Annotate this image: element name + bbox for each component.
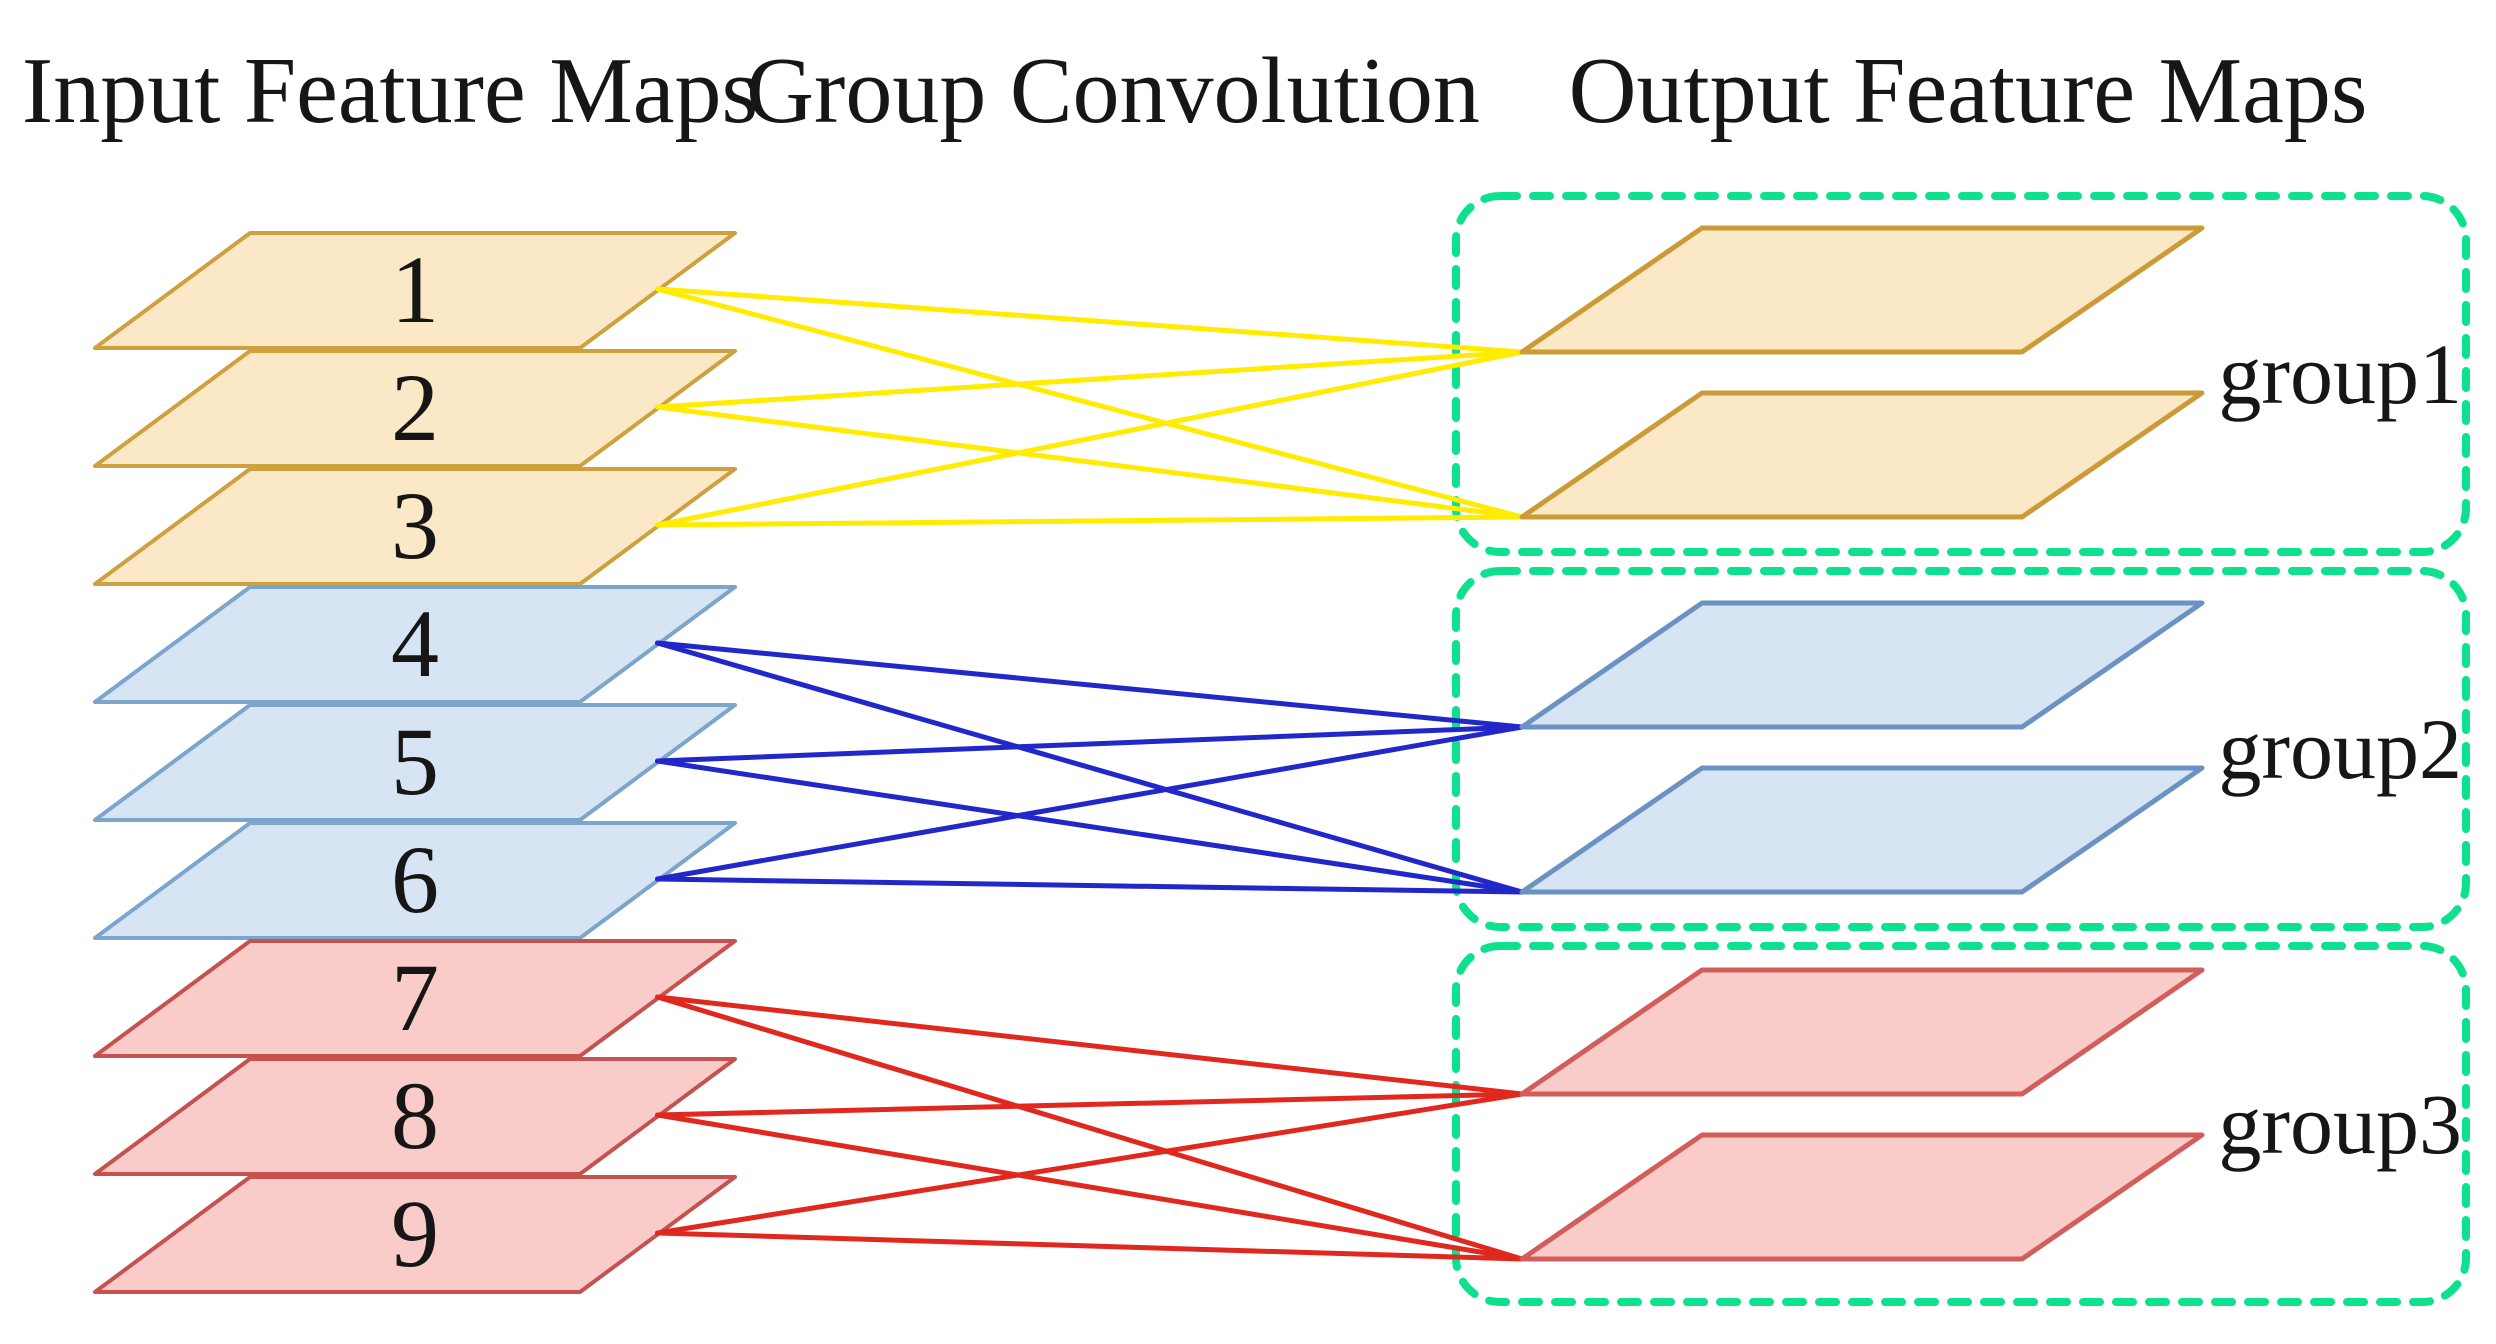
input-map-number-5: 5	[391, 708, 439, 815]
connection-line-3-to-group1-out1	[655, 349, 1525, 528]
title-output-feature-maps: Output Feature Maps	[1568, 39, 2368, 143]
title-group-convolution: Group Convolution	[746, 39, 1480, 143]
group3-box	[1452, 942, 2470, 1306]
input-map-number-6: 6	[391, 826, 439, 933]
connection-line-5-to-group2-out1	[655, 724, 1525, 764]
group2-label: group2	[2218, 701, 2462, 797]
output-feature-map-group1-1	[1519, 225, 2205, 355]
input-map-number-2: 2	[391, 354, 439, 461]
output-feature-map-group1-2	[1519, 390, 2205, 520]
connection-line-9-to-group3-out1	[655, 1091, 1525, 1236]
input-map-number-8: 8	[391, 1062, 439, 1169]
input-feature-map-5	[93, 703, 737, 822]
input-map-number-4: 4	[391, 590, 439, 697]
connection-line-4-to-group2-out1	[655, 640, 1525, 730]
output-feature-map-group2-1	[1519, 600, 2205, 730]
connection-line-8-to-group3-out1	[655, 1091, 1525, 1118]
connection-line-4-to-group2-out2	[655, 640, 1525, 895]
input-feature-map-6	[93, 821, 737, 940]
input-map-number-1: 1	[391, 236, 439, 343]
title-input-feature-maps: Input Feature Maps	[21, 39, 759, 143]
input-map-number-7: 7	[391, 944, 439, 1051]
input-feature-map-8	[93, 1057, 737, 1176]
input-map-number-9: 9	[391, 1180, 439, 1287]
input-feature-map-7	[93, 939, 737, 1058]
connection-line-5-to-group2-out2	[655, 758, 1525, 895]
group1-box	[1452, 192, 2470, 556]
input-feature-map-9	[93, 1175, 737, 1294]
output-feature-map-group3-1	[1519, 967, 2205, 1097]
input-map-number-3: 3	[391, 472, 439, 579]
input-feature-map-3	[93, 467, 737, 586]
connection-line-1-to-group1-out1	[655, 286, 1525, 355]
group3-label: group3	[2218, 1076, 2462, 1172]
group2-box	[1452, 567, 2470, 931]
input-feature-map-4	[93, 585, 737, 704]
connection-line-7-to-group3-out2	[655, 994, 1525, 1262]
connection-line-9-to-group3-out2	[655, 1230, 1525, 1262]
output-feature-map-group2-2	[1519, 765, 2205, 895]
connection-line-6-to-group2-out1	[655, 724, 1525, 882]
connection-line-2-to-group1-out2	[655, 404, 1525, 520]
connection-line-7-to-group3-out1	[655, 994, 1525, 1097]
connection-line-3-to-group1-out2	[655, 514, 1525, 528]
input-feature-map-2	[93, 349, 737, 468]
connection-line-2-to-group1-out1	[655, 349, 1525, 410]
connection-line-8-to-group3-out2	[655, 1112, 1525, 1262]
input-feature-map-1	[93, 231, 737, 350]
group1-label: group1	[2218, 326, 2462, 422]
connection-line-6-to-group2-out2	[655, 876, 1525, 895]
output-feature-map-group3-2	[1519, 1132, 2205, 1262]
connection-line-1-to-group1-out2	[655, 286, 1525, 520]
